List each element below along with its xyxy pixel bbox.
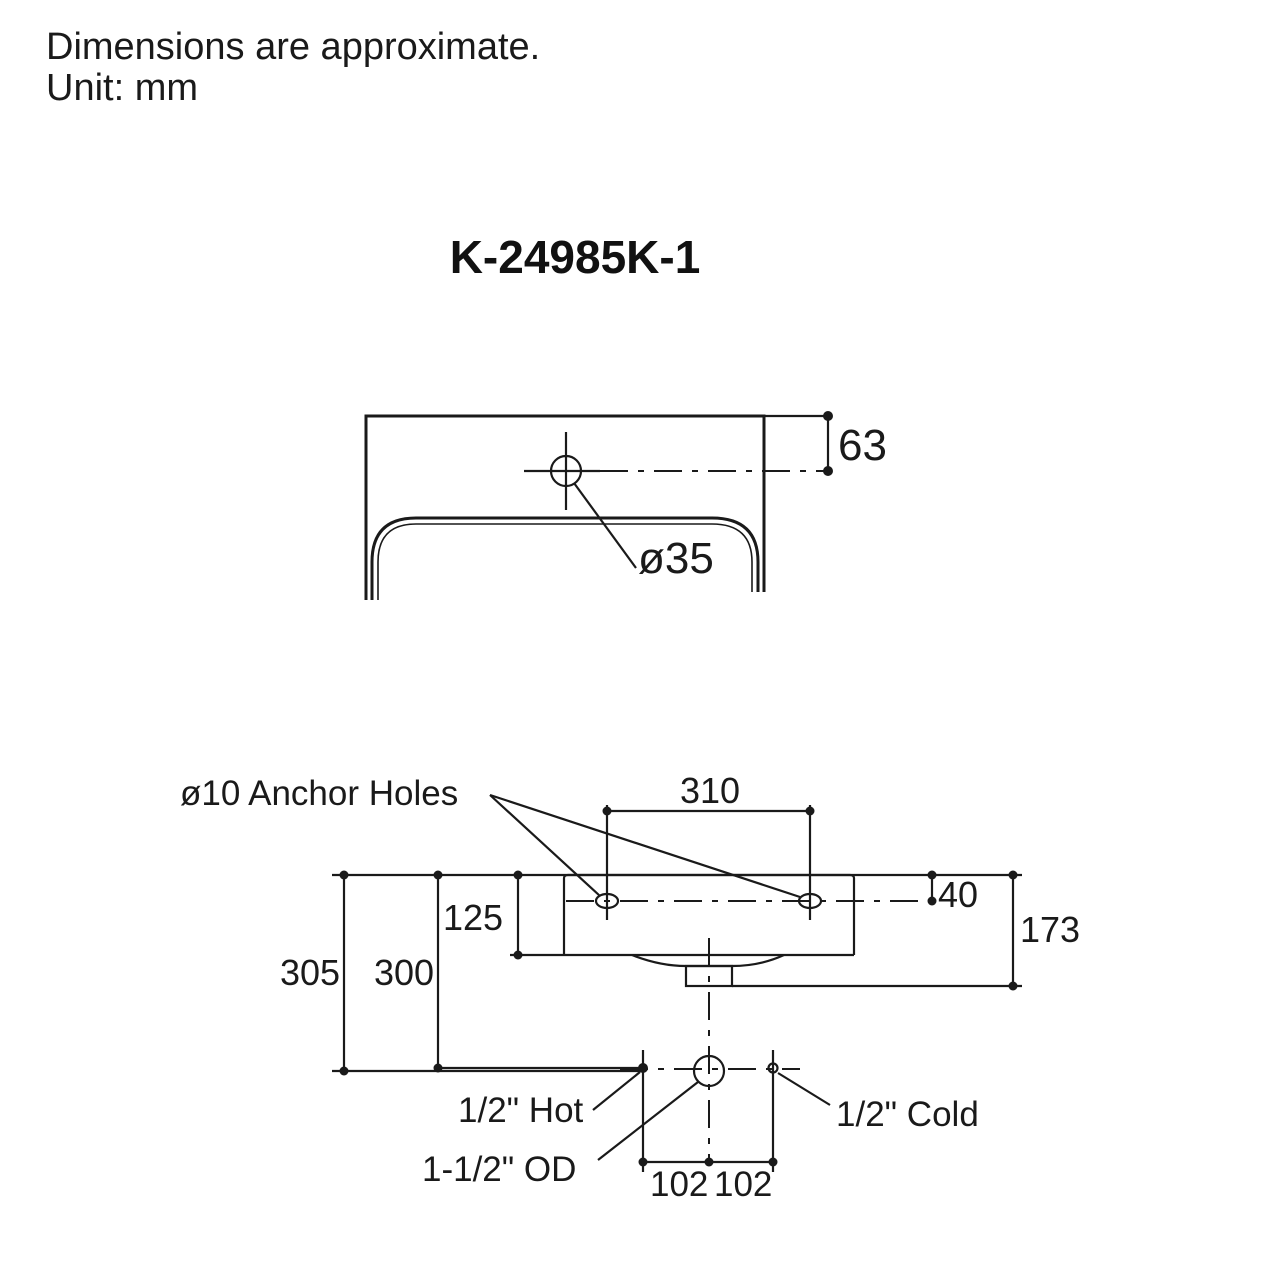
dim-173-tick-top [1008, 870, 1018, 880]
drain-od-label: 1-1/2" OD [422, 1150, 576, 1189]
hole-diameter-leader [573, 482, 637, 569]
dim-102-tick-mid [704, 1157, 714, 1167]
note-approximate: Dimensions are approximate. [46, 26, 541, 68]
hole-diameter-label: ø35 [638, 534, 714, 583]
drain-leader [597, 1081, 699, 1161]
drain-outlet [692, 1054, 726, 1088]
dim-63-label: 63 [838, 421, 887, 470]
dim-102-right-label: 102 [714, 1165, 772, 1204]
model-number: K-24985K-1 [449, 231, 701, 283]
basin-body [562, 873, 856, 955]
dim-40-label: 40 [938, 874, 978, 915]
anchor-holes-label: ø10 Anchor Holes [180, 774, 458, 813]
anchor-leader-left [489, 794, 601, 897]
dim-173-label: 173 [1020, 909, 1080, 950]
dim-40-tick-bottom [927, 896, 937, 906]
dim-305-label: 305 [280, 952, 340, 993]
hot-leader [592, 1071, 641, 1111]
anchor-leader-right [489, 793, 801, 899]
dim-300-label: 300 [374, 952, 434, 993]
dim-102-tick-left [638, 1157, 648, 1167]
hot-label: 1/2" Hot [458, 1091, 584, 1130]
dim-102-left-label: 102 [650, 1165, 708, 1204]
dim-310-label: 310 [680, 770, 740, 811]
top-view-outline [364, 414, 766, 600]
note-unit: Unit: mm [46, 67, 198, 109]
dim-310-tick-left [602, 806, 612, 816]
dim-102-tick-right [768, 1157, 778, 1167]
dim-63-tick-bottom [823, 466, 833, 476]
top-view-basin-rim [370, 516, 760, 600]
dim-63-tick-top [823, 411, 833, 421]
dim-125-tick-top [513, 870, 523, 880]
dim-310-tick-right [805, 806, 815, 816]
top-view: 63 ø35 [364, 411, 887, 600]
dim-300-tick-top [433, 870, 443, 880]
cold-label: 1/2" Cold [836, 1095, 979, 1134]
dim-125-tick-bottom [513, 950, 523, 960]
dim-40-tick-top [927, 870, 937, 880]
front-view: 310 ø10 Anchor Holes 40 173 125 305 300 [180, 770, 1080, 1204]
top-view-basin-rim-inner [377, 523, 753, 600]
dim-125-label: 125 [443, 897, 503, 938]
dim-173-tick-bottom [1008, 981, 1018, 991]
cold-leader [777, 1072, 831, 1106]
dim-305-tick-top [339, 870, 349, 880]
